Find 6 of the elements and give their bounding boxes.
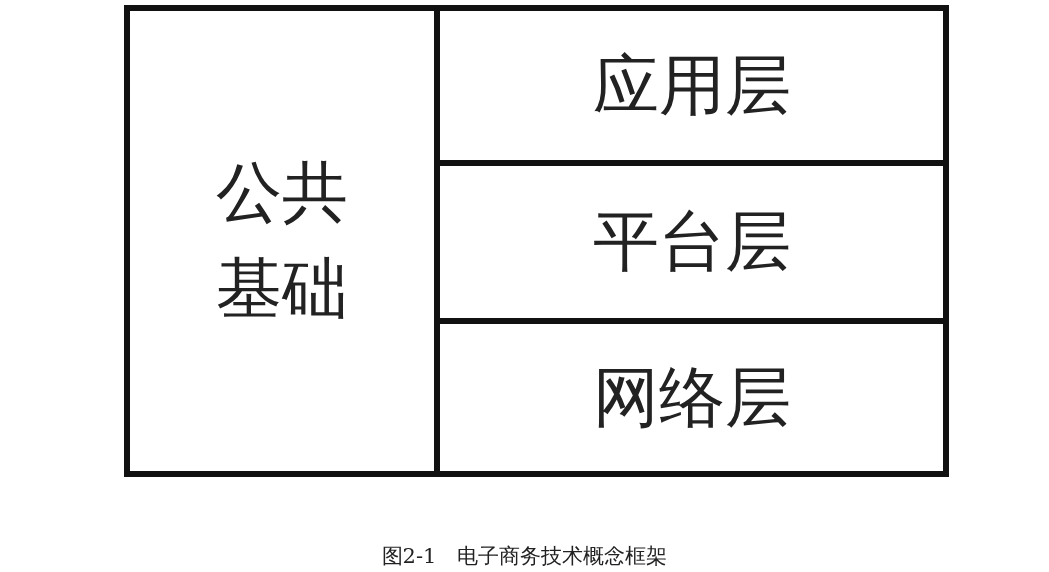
layer-label: 公共基础 bbox=[215, 153, 349, 329]
layer-label: 网络层 bbox=[592, 357, 791, 438]
caption: 图2-1 电子商务技术概念框架 bbox=[380, 543, 669, 570]
layer-label: 平台层 bbox=[592, 202, 791, 283]
layer-label: 应用层 bbox=[592, 45, 791, 126]
layer-box bbox=[124, 5, 440, 477]
